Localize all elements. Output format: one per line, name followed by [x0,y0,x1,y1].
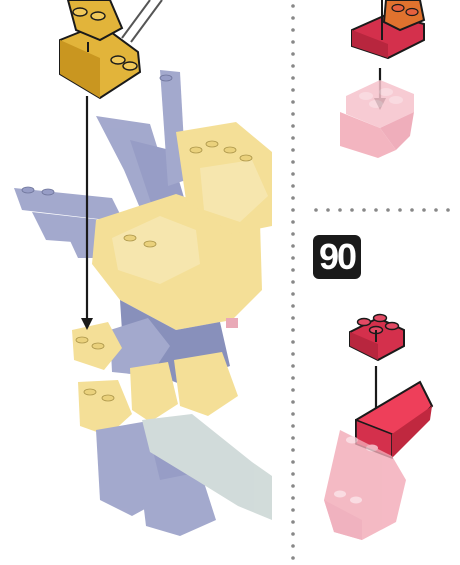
vertical-divider [291,4,295,560]
horizontal-divider [314,208,450,212]
arrow-down-icon [81,96,93,330]
red-2x2-brick-icon [349,313,405,362]
prev-step-red-assembly [351,0,426,60]
pink-trans-assembly [324,380,434,540]
callout-lines [121,0,163,43]
assembled-figure [14,70,272,536]
step-number-badge: 90 [313,235,361,279]
tan-brick-icon [59,0,142,100]
pink-trans-part [340,80,414,158]
